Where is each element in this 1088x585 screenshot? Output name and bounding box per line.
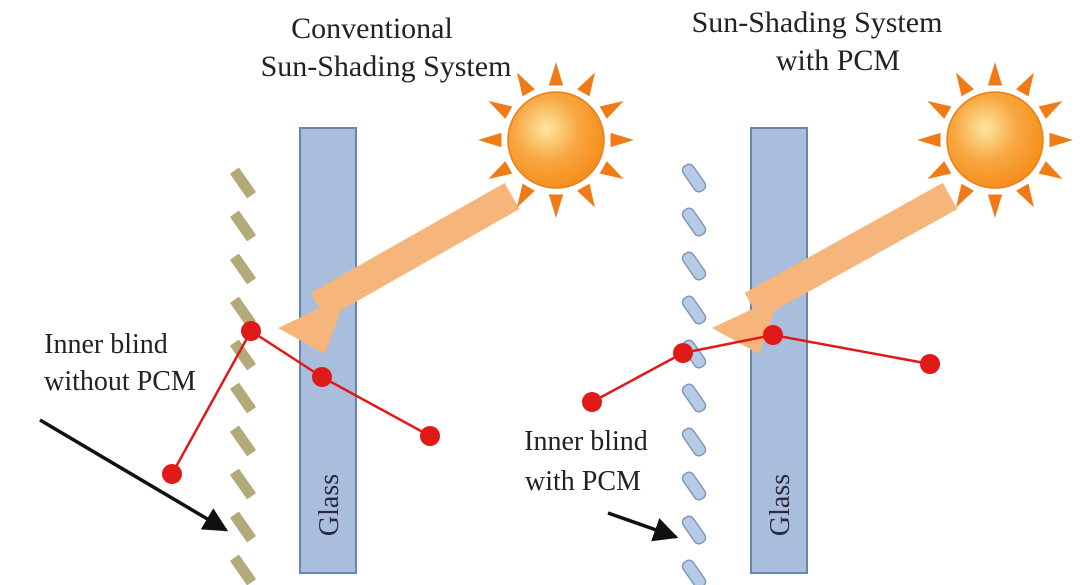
blind-slat bbox=[681, 471, 707, 501]
sun-ray bbox=[599, 161, 624, 179]
sun-ray bbox=[610, 132, 634, 148]
sun-ray bbox=[927, 161, 952, 179]
right-temp-point bbox=[763, 325, 783, 345]
right-temp-point bbox=[673, 343, 693, 363]
right-solar-beam-arrow bbox=[712, 182, 958, 354]
blind-slat bbox=[230, 167, 256, 199]
blind-slat bbox=[230, 468, 256, 500]
right-temperature-profile bbox=[582, 325, 940, 412]
sun-ray bbox=[956, 72, 974, 97]
sun-ray bbox=[577, 183, 595, 208]
blind-slat bbox=[230, 382, 256, 414]
left-blind-label-line1: Inner blind bbox=[44, 329, 168, 360]
left-inner-blind-without-pcm bbox=[230, 167, 256, 585]
left-title-line1: Conventional bbox=[291, 12, 453, 45]
right-sun-icon bbox=[917, 62, 1073, 218]
sun-ray bbox=[488, 161, 513, 179]
left-temp-point bbox=[312, 367, 332, 387]
sun-ray bbox=[1038, 101, 1063, 119]
sun-ray bbox=[488, 101, 513, 119]
blind-slat bbox=[681, 383, 707, 413]
sun-disc bbox=[507, 91, 605, 189]
panel-conventional: Conventional Sun-Shading System Glass In… bbox=[39, 12, 634, 585]
blind-slat bbox=[230, 296, 256, 328]
right-title-line1: Sun-Shading System bbox=[692, 6, 943, 39]
blind-slat bbox=[681, 207, 707, 237]
sun-ray bbox=[1016, 72, 1034, 97]
blind-slat bbox=[230, 554, 256, 585]
right-glass-pane bbox=[750, 127, 808, 574]
sun-ray bbox=[548, 62, 564, 86]
sun-ray bbox=[956, 183, 974, 208]
blind-slat bbox=[230, 339, 256, 371]
sun-ray bbox=[517, 183, 535, 208]
left-blind-label-line2: without PCM bbox=[44, 366, 196, 397]
left-glass-label: Glass bbox=[314, 474, 345, 536]
sun-ray bbox=[478, 132, 502, 148]
left-temperature-profile bbox=[162, 321, 440, 484]
blind-slat bbox=[681, 295, 707, 325]
blind-slat bbox=[230, 425, 256, 457]
panel-with-pcm: Sun-Shading System with PCM Glass Inner … bbox=[524, 6, 1073, 585]
right-blind-label-line1: Inner blind bbox=[524, 426, 648, 457]
left-glass-pane bbox=[299, 127, 357, 574]
right-pointer-arrow bbox=[607, 511, 679, 542]
blind-slat bbox=[230, 511, 256, 543]
right-blind-label-line2: with PCM bbox=[525, 466, 641, 497]
sun-ray bbox=[917, 132, 941, 148]
right-temp-point bbox=[920, 354, 940, 374]
left-solar-beam-arrow bbox=[278, 182, 520, 354]
left-temp-point bbox=[241, 321, 261, 341]
sun-ray bbox=[577, 72, 595, 97]
left-temperature-line bbox=[170, 329, 431, 475]
right-inner-blind-with-pcm bbox=[681, 163, 707, 585]
sun-ray bbox=[1016, 183, 1034, 208]
sun-ray bbox=[548, 194, 564, 218]
blind-slat bbox=[230, 253, 256, 285]
sun-ray bbox=[1038, 161, 1063, 179]
sun-ray bbox=[987, 194, 1003, 218]
right-glass-label: Glass bbox=[765, 474, 796, 536]
left-sun-icon bbox=[478, 62, 634, 218]
sun-ray bbox=[987, 62, 1003, 86]
left-pointer-arrow bbox=[39, 418, 229, 532]
blind-slat bbox=[681, 163, 707, 193]
blind-slat bbox=[681, 515, 707, 545]
blind-slat bbox=[230, 210, 256, 242]
right-temp-point bbox=[582, 392, 602, 412]
blind-slat bbox=[681, 559, 707, 585]
left-temp-point bbox=[420, 426, 440, 446]
blind-slat bbox=[681, 251, 707, 281]
blind-slat bbox=[681, 427, 707, 457]
left-temp-point bbox=[162, 464, 182, 484]
right-title-line2: with PCM bbox=[776, 44, 900, 77]
sun-ray bbox=[927, 101, 952, 119]
sun-ray bbox=[1049, 132, 1073, 148]
right-temperature-line bbox=[591, 333, 931, 404]
sun-disc bbox=[946, 91, 1044, 189]
left-title-line2: Sun-Shading System bbox=[261, 50, 512, 83]
sun-ray bbox=[517, 72, 535, 97]
sun-ray bbox=[599, 101, 624, 119]
